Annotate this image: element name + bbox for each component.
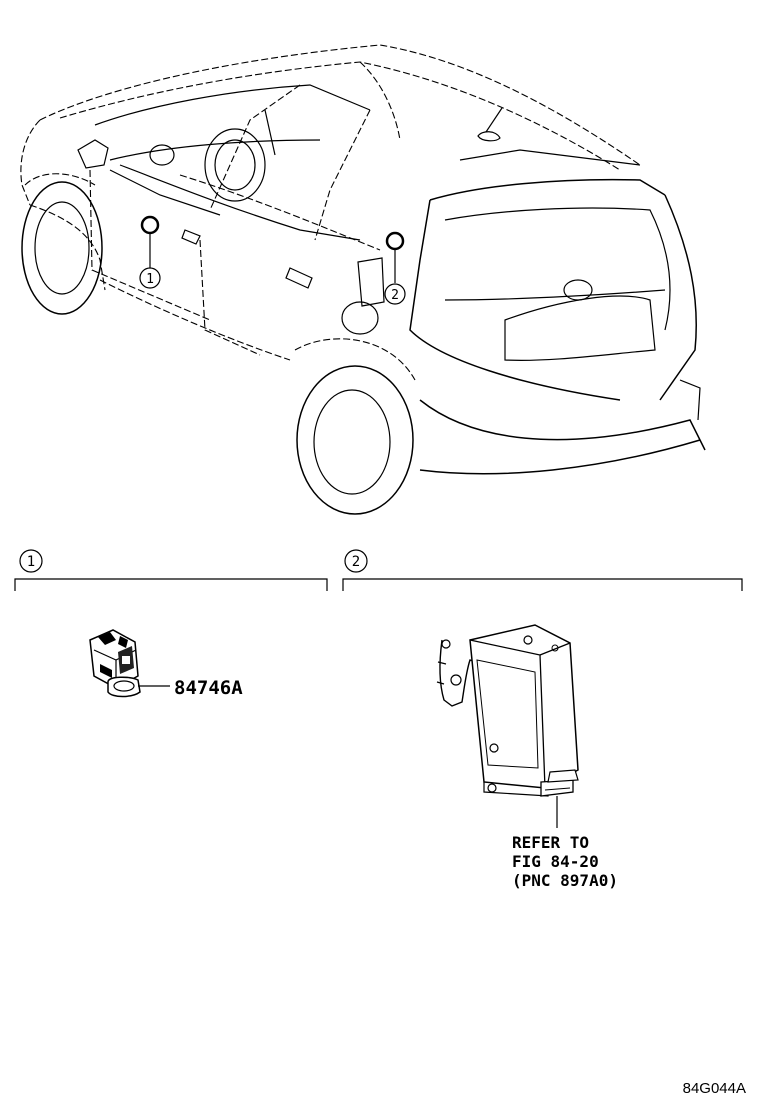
vehicle-illustration: [20, 44, 706, 515]
reference-line-2: FIG 84-20: [512, 852, 599, 871]
callout-2-label: 2: [391, 288, 399, 303]
callout-2-marker: 2: [384, 231, 406, 305]
section-2-number: 2: [352, 554, 360, 570]
section-1: 1 84746A: [14, 549, 328, 699]
control-module-illustration: [436, 624, 579, 797]
figure-id: 84G044A: [683, 1080, 746, 1097]
reference-line-1: REFER TO: [512, 833, 589, 852]
callout-1-label: 1: [146, 272, 154, 287]
callout-1-marker: 1: [139, 215, 161, 289]
front-wheel: [21, 173, 103, 315]
switch-part-illustration: [89, 629, 141, 698]
section-1-bracket: [14, 578, 328, 591]
rear-wheel: [294, 338, 416, 515]
section-2: 2 REFER TO FIG 84-20 (: [342, 549, 743, 890]
part-number-84746A: 84746A: [174, 677, 243, 699]
section-1-number: 1: [27, 554, 35, 570]
reference-line-3: (PNC 897A0): [512, 871, 618, 890]
section-2-bracket: [342, 578, 743, 591]
